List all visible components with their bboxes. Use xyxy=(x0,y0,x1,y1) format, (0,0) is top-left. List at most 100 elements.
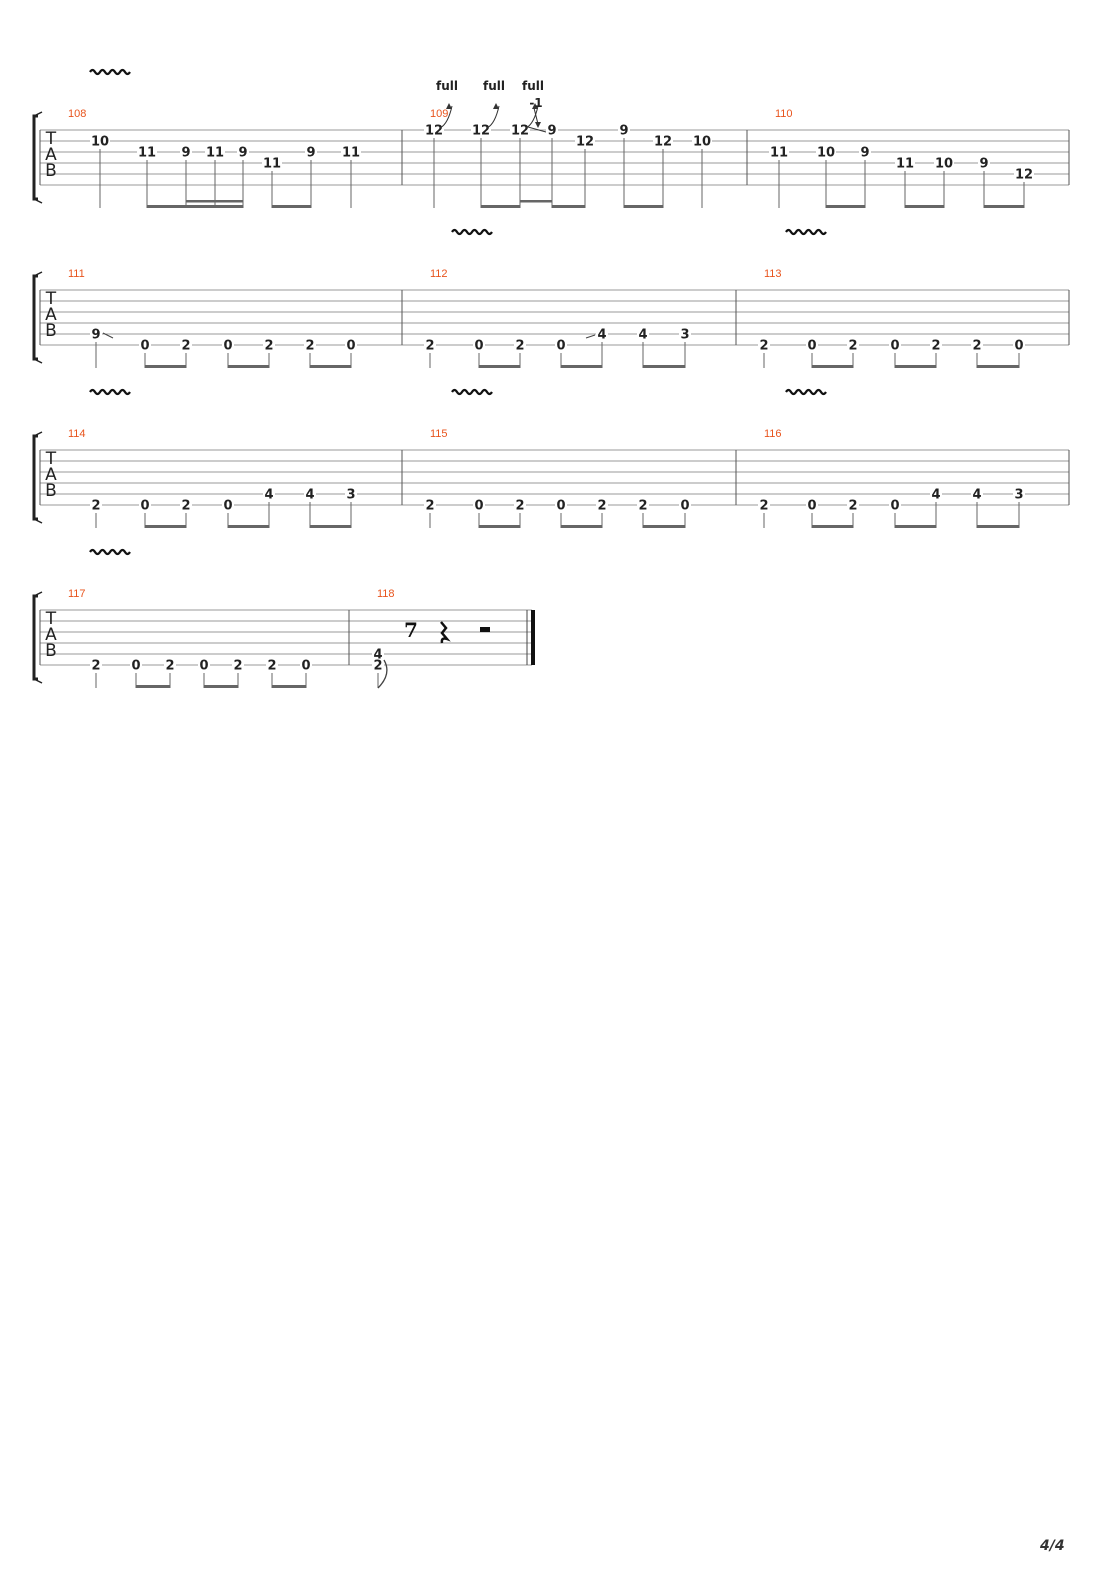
fret-number: 11 xyxy=(138,146,156,161)
system-bracket xyxy=(32,274,38,361)
vibrato-wavy-line xyxy=(785,228,827,236)
fret-number: 2 xyxy=(91,499,100,514)
fret-number: 2 xyxy=(638,499,647,514)
fret-number: 12 xyxy=(511,124,529,139)
fret-number: 11 xyxy=(896,157,914,172)
fret-number-mask xyxy=(263,488,275,500)
fret-number: 2 xyxy=(759,339,768,354)
measure-number: 113 xyxy=(764,268,782,280)
fret-number-mask xyxy=(372,659,384,671)
fret-number-mask xyxy=(372,648,384,660)
beam xyxy=(186,205,243,208)
beam xyxy=(812,525,853,528)
fret-number-mask xyxy=(205,146,225,158)
fret-number: 4 xyxy=(373,648,382,663)
fret-number: 2 xyxy=(305,339,314,354)
fret-number-mask xyxy=(575,135,595,147)
fret-number-mask xyxy=(266,659,278,671)
fret-number: 4 xyxy=(305,488,314,503)
fret-number-mask xyxy=(934,157,954,169)
fret-number-mask xyxy=(978,157,990,169)
fret-number-mask xyxy=(90,135,110,147)
fret-number: 2 xyxy=(264,339,273,354)
fret-number-mask xyxy=(971,488,983,500)
fret-number: 0 xyxy=(556,499,565,514)
fret-number-mask xyxy=(424,499,436,511)
vibrato-wavy-line xyxy=(89,68,131,76)
beam xyxy=(228,525,269,528)
measure-number: 108 xyxy=(68,108,86,120)
eighth-rest: 7 xyxy=(404,618,418,642)
fret-number: 11 xyxy=(770,146,788,161)
beam xyxy=(984,205,1024,208)
fret-number: 0 xyxy=(223,499,232,514)
beam xyxy=(147,205,186,208)
fret-number-mask xyxy=(758,339,770,351)
slide-in-line xyxy=(585,334,596,339)
bend-arrow-head xyxy=(532,103,538,109)
measure-number: 115 xyxy=(430,428,448,440)
fret-number: 9 xyxy=(238,146,247,161)
fret-number: 10 xyxy=(817,146,835,161)
fret-number-mask xyxy=(1013,339,1025,351)
beam xyxy=(228,365,269,368)
system-bracket-bottom-hook xyxy=(33,358,43,364)
measure-number: 112 xyxy=(430,268,448,280)
fret-number: 0 xyxy=(1014,339,1023,354)
fret-number-mask xyxy=(653,135,673,147)
fret-number-mask xyxy=(345,339,357,351)
bend-arrow-head xyxy=(446,103,452,109)
system-bracket-top-hook xyxy=(33,591,43,597)
fret-number-mask xyxy=(1013,488,1025,500)
tab-clef-letter: T xyxy=(45,449,57,469)
fret-number-mask xyxy=(596,328,608,340)
beam xyxy=(624,205,663,208)
beam xyxy=(826,205,865,208)
page-number: 4/4 xyxy=(1040,1538,1065,1554)
vibrato-wavy-line xyxy=(89,548,131,556)
fret-number-mask xyxy=(679,499,691,511)
fret-number-mask xyxy=(510,124,530,136)
tab-clef-letter: T xyxy=(45,609,57,629)
fret-number: 2 xyxy=(425,339,434,354)
fret-number-mask xyxy=(139,339,151,351)
release-slide xyxy=(527,126,547,133)
fret-number: 2 xyxy=(931,339,940,354)
fret-number-mask xyxy=(180,339,192,351)
fret-number: 2 xyxy=(759,499,768,514)
bend-arrow-head xyxy=(493,103,499,109)
fret-number-mask xyxy=(473,339,485,351)
fret-number-mask xyxy=(1014,168,1034,180)
fret-number: 2 xyxy=(848,339,857,354)
tab-clef-letter: B xyxy=(45,161,57,181)
fret-number: 2 xyxy=(91,659,100,674)
fret-number: 2 xyxy=(425,499,434,514)
fret-number-mask xyxy=(618,124,630,136)
system-bracket xyxy=(32,114,38,201)
fret-number: 3 xyxy=(346,488,355,503)
fret-number: 11 xyxy=(263,157,281,172)
vibrato-wavy-line xyxy=(451,388,493,396)
fret-number: 4 xyxy=(597,328,606,343)
fret-number-mask xyxy=(139,499,151,511)
beam xyxy=(561,365,602,368)
fret-number-mask xyxy=(692,135,712,147)
fret-number: 3 xyxy=(1014,488,1023,503)
measure-number: 118 xyxy=(377,588,395,600)
fret-number-mask xyxy=(816,146,836,158)
fret-number: 4 xyxy=(931,488,940,503)
beam-secondary xyxy=(186,200,243,203)
measure-number: 114 xyxy=(68,428,86,440)
fret-number-mask xyxy=(222,339,234,351)
beam xyxy=(643,525,685,528)
fret-number-mask xyxy=(341,146,361,158)
release-arrow-head xyxy=(535,122,541,128)
beam xyxy=(145,365,186,368)
fret-number: 0 xyxy=(474,499,483,514)
beam xyxy=(272,205,311,208)
beam xyxy=(895,365,936,368)
fret-number-mask xyxy=(300,659,312,671)
system-bracket-bottom-hook xyxy=(33,678,43,684)
fret-number-mask xyxy=(180,146,192,158)
fret-number-mask xyxy=(137,146,157,158)
